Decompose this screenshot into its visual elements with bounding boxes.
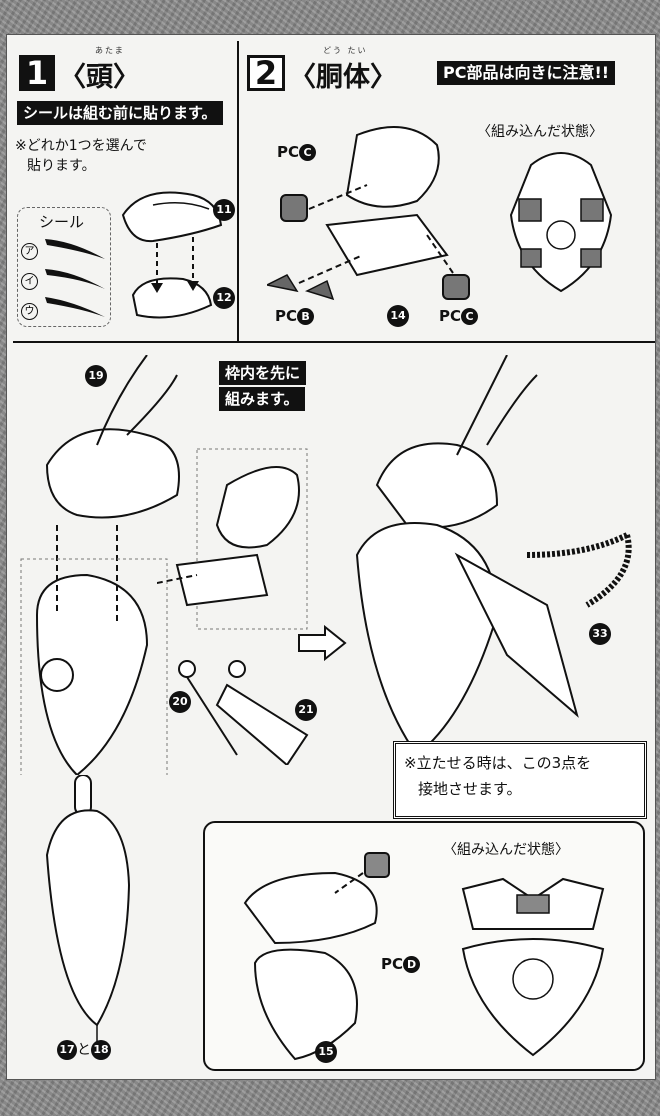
frame-note-line2: 組みます。 xyxy=(219,387,305,411)
seal-shapes-illustration xyxy=(45,239,105,317)
stand-note-line1: ※立たせる時は、この3点を xyxy=(404,754,592,772)
seal-option-u: ウ xyxy=(21,299,38,320)
step2-ruby: どう たい xyxy=(323,46,368,55)
seal-option-a: ア xyxy=(21,239,38,260)
step-divider xyxy=(237,41,239,343)
part-14-callout: 14 xyxy=(387,305,409,327)
frame-illustration xyxy=(157,448,309,765)
body-assembled-illustration xyxy=(355,355,632,757)
shoulder-part-illustration xyxy=(45,775,131,1055)
section-divider xyxy=(237,341,655,343)
inset-assembled-label: 〈組み込んだ状態〉 xyxy=(443,842,569,858)
part-21-callout: 21 xyxy=(295,699,317,721)
body-exploded-illustration xyxy=(20,355,180,775)
part-33-callout: 33 xyxy=(589,623,611,645)
next-arrow xyxy=(298,625,347,661)
torso-exploded-illustration xyxy=(267,126,470,301)
stand-note-line2: 接地させます。 xyxy=(418,780,522,798)
seal-box xyxy=(17,207,111,327)
step1-ruby: あたま xyxy=(95,46,125,55)
pc-warning-banner: PC部品は向きに注意!! xyxy=(437,61,616,85)
torso-assembled-view xyxy=(509,152,613,293)
step2-assembled-label: 〈組み込んだ状態〉 xyxy=(477,124,603,140)
choose-line1: ※どれか1つを選んで xyxy=(15,138,147,154)
frame-note-line1: 枠内を先に xyxy=(219,361,307,385)
inset-exploded-illustration xyxy=(243,852,390,1061)
part-20-callout: 20 xyxy=(169,691,191,713)
part-15-callout: 15 xyxy=(315,1041,337,1063)
step2-number: 2 xyxy=(247,55,285,91)
seal-option-i: イ xyxy=(21,269,38,290)
seal-label: シール xyxy=(39,213,85,231)
part-19-callout: 19 xyxy=(85,365,107,387)
choose-line2: 貼ります。 xyxy=(27,158,96,174)
instruction-sheet: 1 あたま 〈頭〉 シールは組む前に貼ります。 ※どれか1つを選んで 貼ります。… xyxy=(6,34,656,1080)
part-11-callout: 11 xyxy=(213,199,235,221)
step1-title: 〈頭〉 xyxy=(59,62,140,93)
step1-number: 1 xyxy=(19,55,55,91)
inset-assembled-view xyxy=(461,877,605,1057)
stand-note-box: ※立たせる時は、この3点を 接地させます。 xyxy=(393,741,647,819)
part-12-callout: 12 xyxy=(213,287,235,309)
step1-panel: 1 あたま 〈頭〉 シールは組む前に貼ります。 ※どれか1つを選んで 貼ります。… xyxy=(13,41,239,343)
seal-note-banner: シールは組む前に貼ります。 xyxy=(17,101,223,125)
step2-title: 〈胴体〉 xyxy=(289,62,397,93)
head-part-illustration xyxy=(121,191,223,319)
